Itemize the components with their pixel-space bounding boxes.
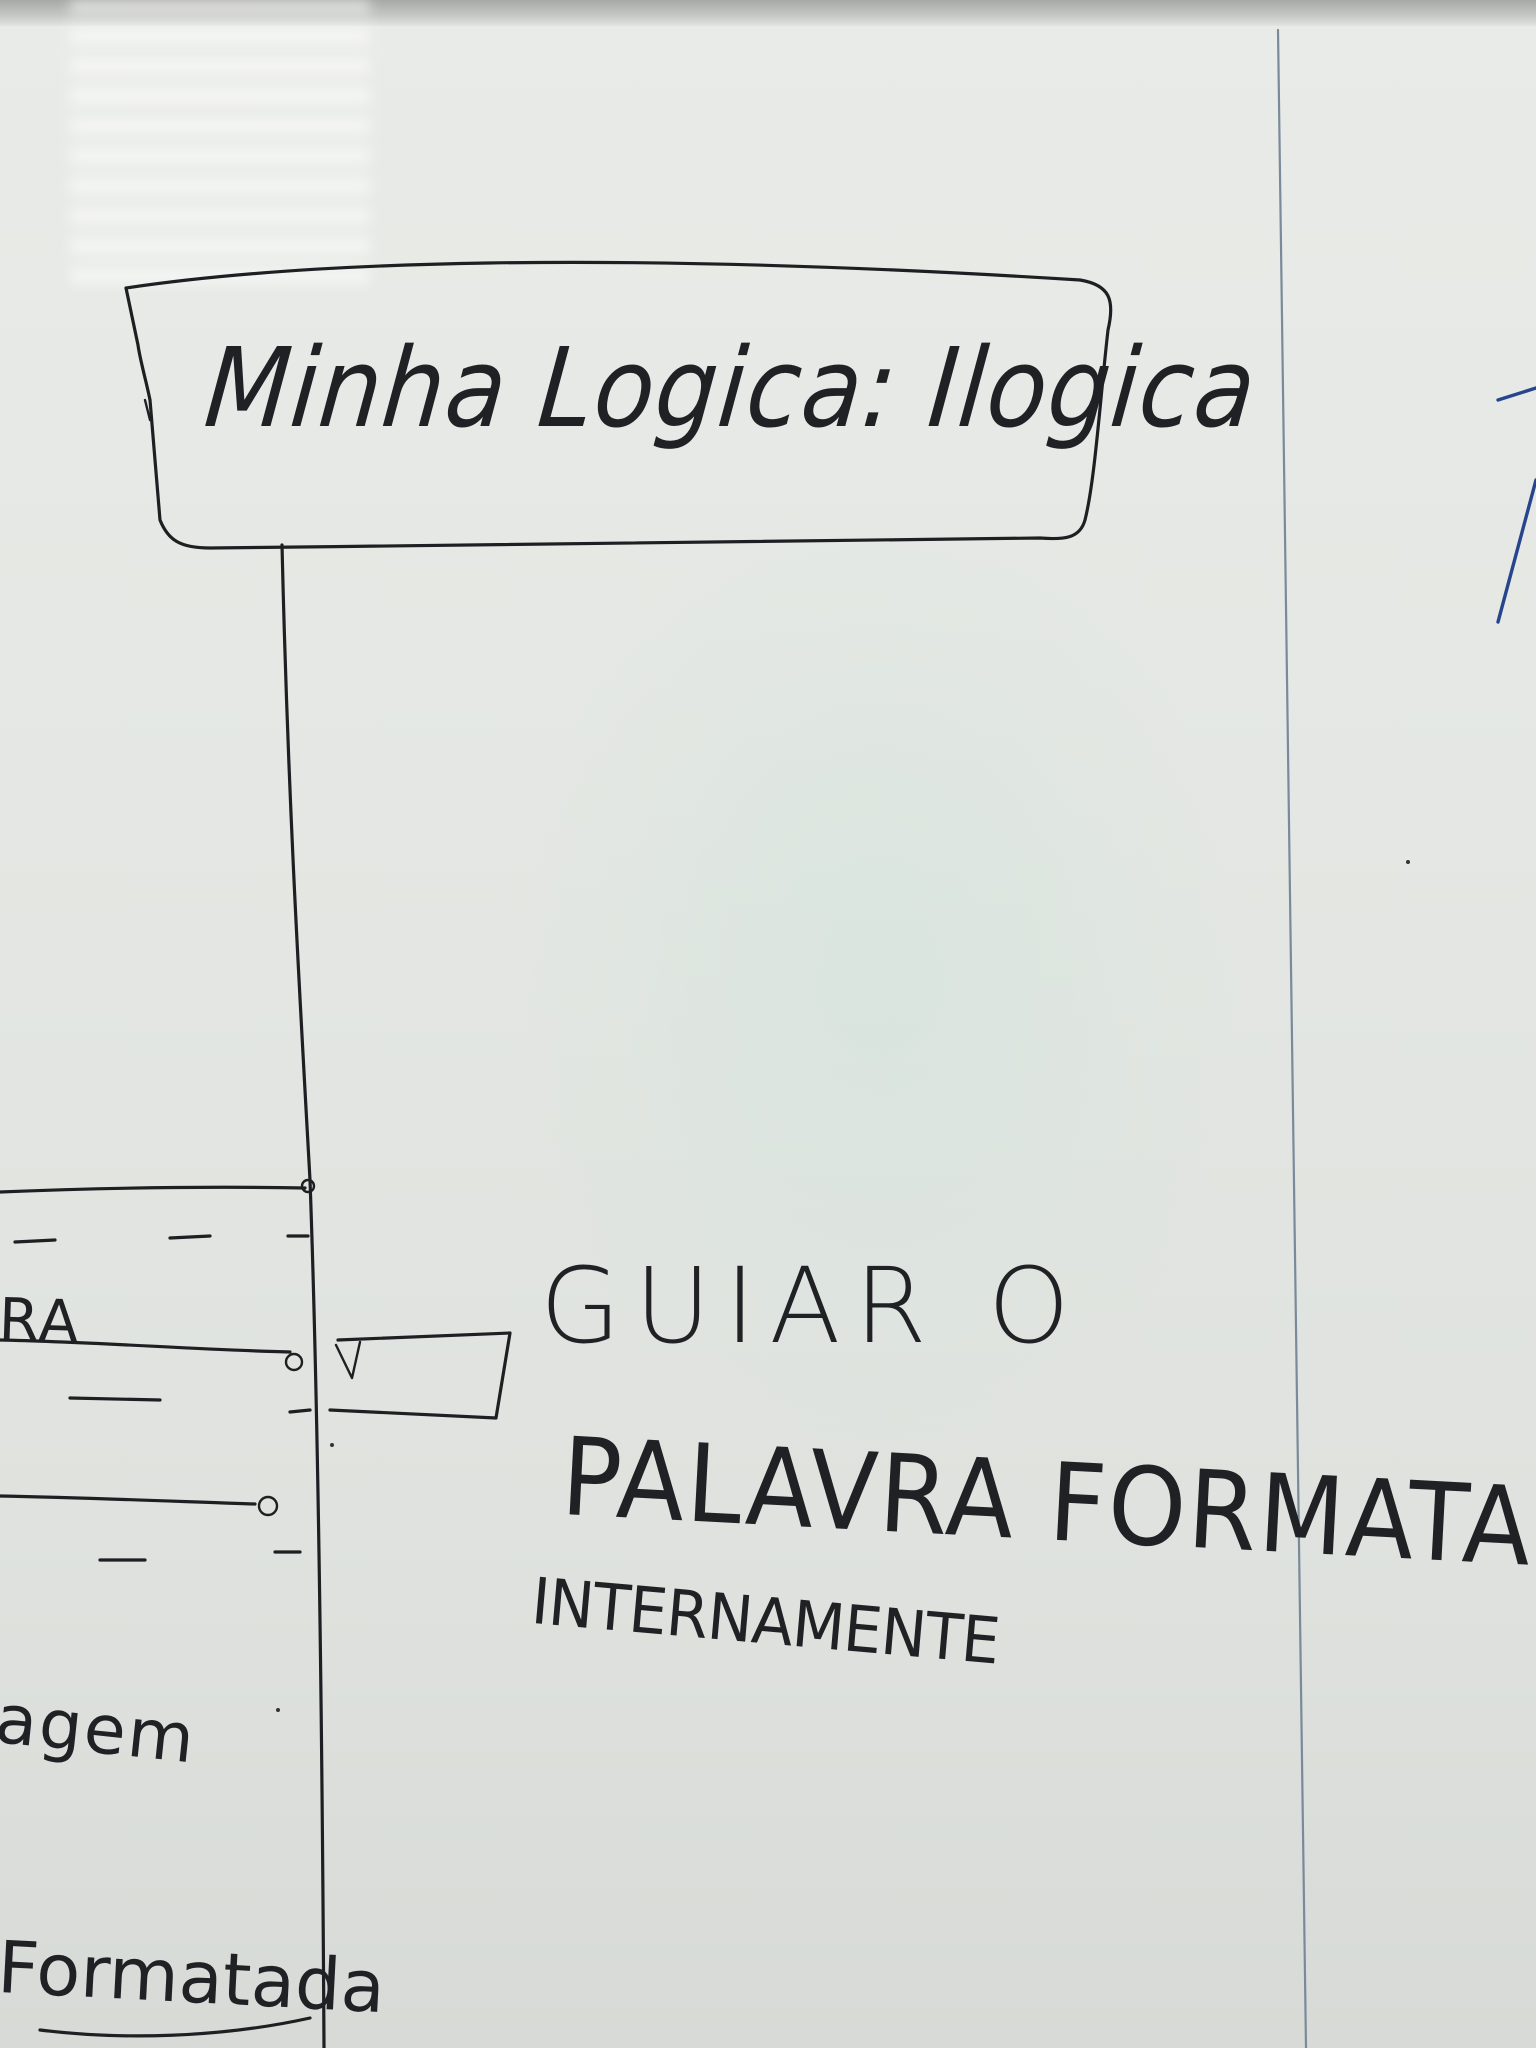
left-fragment-1: RA (0, 1285, 82, 1356)
blue-marker-stroke-1 (1496, 386, 1536, 402)
left-dash-5 (288, 1408, 312, 1414)
left-dash-2 (168, 1234, 212, 1240)
board-divider (1276, 28, 1308, 2048)
activation-box-tick (334, 1340, 362, 1380)
note-line-1: GUIAR O (540, 1245, 1084, 1367)
lifeline-dot (300, 1178, 316, 1194)
light-reflection (70, 0, 370, 290)
left-dash-1 (13, 1238, 57, 1244)
board-speck (276, 1708, 280, 1712)
lifeline (280, 543, 326, 2048)
board-speck (330, 1443, 334, 1447)
title-box-outline (124, 260, 1113, 550)
left-arrow-2 (0, 1494, 257, 1506)
left-arrow-2-head (257, 1495, 279, 1517)
board-speck (1406, 860, 1410, 864)
activation-box (328, 1331, 512, 1420)
left-underline (38, 2016, 312, 2038)
left-arrow-1 (0, 1338, 292, 1354)
left-dash-4 (68, 1396, 162, 1402)
title-box-tick (143, 398, 152, 422)
left-line-top (0, 1185, 307, 1194)
title-box-label: Minha Logica: Ilogica (200, 325, 1262, 453)
blue-marker-stroke-2 (1496, 478, 1536, 624)
left-arrow-1-head (284, 1352, 304, 1372)
